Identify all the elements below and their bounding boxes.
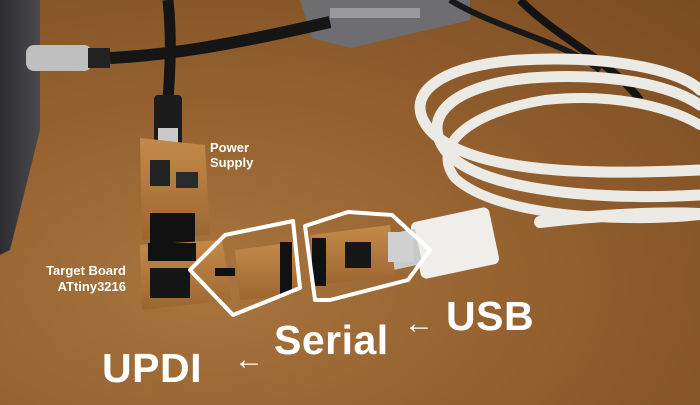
laptop-body bbox=[0, 0, 40, 255]
serial-label: Serial bbox=[274, 317, 389, 363]
usb-a-plug bbox=[410, 207, 500, 279]
target-board-label-line2: ATtiny3216 bbox=[57, 279, 126, 294]
updi-outline bbox=[188, 219, 302, 317]
power-supply-label-line1: Power bbox=[210, 140, 250, 155]
serial-outline bbox=[303, 210, 432, 302]
updi-label: UPDI bbox=[102, 345, 202, 391]
black-cable bbox=[109, 16, 332, 64]
usb-c-plug bbox=[26, 45, 92, 71]
power-supply-label: Power Supply bbox=[210, 140, 253, 170]
arrow-left-icon: ← bbox=[234, 343, 264, 376]
white-cable-coil bbox=[414, 53, 700, 178]
target-board-label: Target Board ATtiny3216 bbox=[8, 263, 126, 295]
usb-label: USB bbox=[446, 293, 535, 339]
power-supply-label-line2: Supply bbox=[210, 155, 254, 170]
black-cable-2 bbox=[162, 0, 176, 101]
target-board-label-line1: Target Board bbox=[46, 263, 126, 278]
arrow-left-icon: ← bbox=[404, 307, 434, 340]
